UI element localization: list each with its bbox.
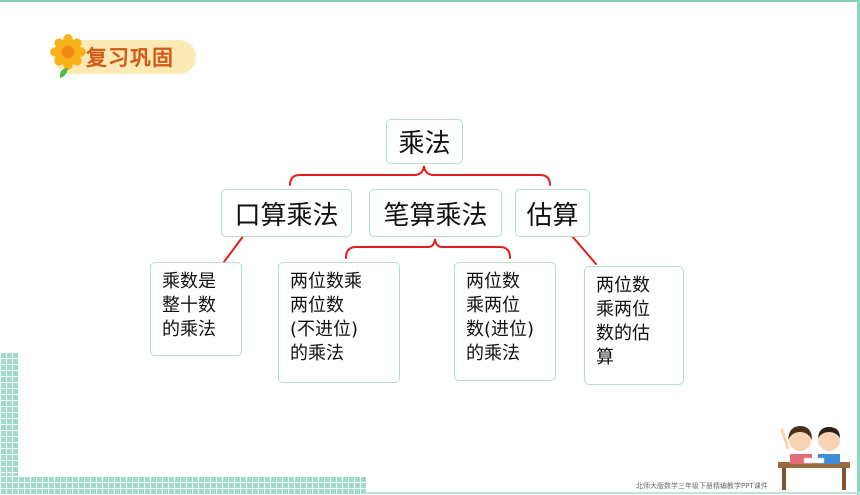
leaf-written-carry: 两位数 乘两位 数(进位) 的乘法 <box>454 262 556 381</box>
leaf-estimation: 两位数 乘两位 数的估 算 <box>584 266 684 385</box>
estimate-connector <box>571 235 597 265</box>
root-brace <box>289 165 551 186</box>
children-illustration <box>778 426 850 490</box>
sunflower-icon <box>50 34 86 78</box>
top-border <box>0 0 860 2</box>
bottom-border <box>366 492 860 494</box>
node-multiplication: 乘法 <box>386 119 463 164</box>
section-title: 复习巩固 <box>86 46 174 70</box>
written-brace <box>345 238 511 259</box>
leaf-oral-tens: 乘数是 整十数 的乘法 <box>150 262 242 356</box>
node-estimation: 估算 <box>515 189 590 237</box>
oral-connector <box>223 234 245 263</box>
node-written-multiplication: 笔算乘法 <box>369 189 502 237</box>
leaf-written-no-carry: 两位数乘 两位数 (不进位) 的乘法 <box>278 262 400 383</box>
footer-text: 北师大版数学三年级下册精编教学PPT课件 <box>636 482 768 490</box>
node-oral-multiplication: 口算乘法 <box>221 189 352 237</box>
grid-decoration-horizontal <box>0 476 366 495</box>
grid-decoration-vertical <box>0 352 18 495</box>
right-border <box>857 0 860 495</box>
